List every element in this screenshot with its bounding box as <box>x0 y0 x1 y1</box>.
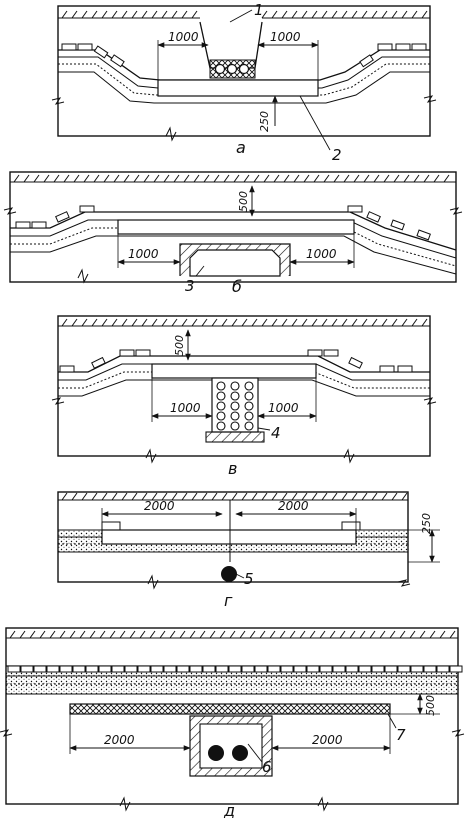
panel-v: 500 1000 1000 4 в <box>51 315 437 478</box>
cable-circle <box>244 381 254 391</box>
cable-circle <box>230 401 240 411</box>
panel-d-leader-6: 6 <box>262 758 272 776</box>
panel-d: 2000 2000 500 7 6 д <box>0 627 465 820</box>
panel-g-pipe <box>221 566 237 582</box>
panel-b-dim-top: 500 <box>237 191 250 212</box>
cable-circle <box>216 381 226 391</box>
panel-a-dim-depth: 250 <box>258 111 271 132</box>
panel-d-paving-blocks <box>7 665 463 673</box>
cable-circle <box>244 401 254 411</box>
panel-d-dim-left: 2000 <box>104 733 135 747</box>
panel-b-caption: б <box>232 277 242 296</box>
panel-v-slab <box>151 363 317 379</box>
panel-d-frame <box>5 627 459 805</box>
panel-a-layer-3 <box>58 71 430 104</box>
panel-d-pipe <box>232 745 248 761</box>
panel-a-dim-right: 1000 <box>270 30 301 44</box>
panel-v-dim-left: 1000 <box>170 401 201 415</box>
cable-circle <box>244 411 254 421</box>
panel-b-leader-3: 3 <box>185 277 195 295</box>
cable-circle <box>216 421 226 431</box>
panel-a-curb-blocks <box>61 43 427 68</box>
panel-b-frame <box>9 171 457 283</box>
panel-g-leader-5: 5 <box>244 570 254 588</box>
panel-v-caption: в <box>228 459 237 478</box>
panel-g-caption: г <box>224 591 233 610</box>
panel-d-base-layers <box>6 672 458 694</box>
panel-a-frame <box>57 5 431 137</box>
panel-a-leader-1: 1 <box>254 1 264 19</box>
panel-v-leader-4: 4 <box>271 424 281 442</box>
cable-circle <box>216 411 226 421</box>
panel-b-dim-left: 1000 <box>128 247 159 261</box>
panel-g: 2000 2000 250 5 г <box>57 491 440 610</box>
panel-b-dim-right: 1000 <box>306 247 337 261</box>
cable-circle <box>230 391 240 401</box>
cable-circle <box>216 401 226 411</box>
panel-a-dim-left: 1000 <box>168 30 199 44</box>
panel-a-layer-2 <box>58 63 430 96</box>
panel-d-dim-side: 500 <box>424 695 437 716</box>
panel-v-dim-top: 500 <box>173 335 186 356</box>
panel-a-caption: а <box>236 138 246 157</box>
panel-g-dim-right: 2000 <box>278 499 309 513</box>
panel-v-dim-right: 1000 <box>268 401 299 415</box>
panel-d-pipe <box>208 745 224 761</box>
panel-d-caption: д <box>223 801 235 818</box>
panel-d-dim-right: 2000 <box>312 733 343 747</box>
panel-b: 500 1000 1000 3 б <box>3 171 463 296</box>
panel-a-pipe <box>214 63 226 75</box>
panel-g-dim-left: 2000 <box>144 499 175 513</box>
panel-b-slab <box>117 219 355 235</box>
panel-v-frame <box>57 315 431 457</box>
panel-a-pipe <box>226 63 238 75</box>
panel-g-dim-side: 250 <box>420 513 433 534</box>
cable-circle <box>216 391 226 401</box>
panel-a-leader-2: 2 <box>332 146 342 164</box>
cable-circle <box>230 411 240 421</box>
panel-g-slab <box>101 529 357 545</box>
panel-v-cables <box>216 381 254 431</box>
panel-a-slab <box>157 79 319 97</box>
panel-v-base <box>205 431 265 443</box>
cable-circle <box>230 381 240 391</box>
panel-v-curb-blocks <box>59 349 413 373</box>
panel-d-leader-7: 7 <box>396 726 406 744</box>
panel-a-pipe <box>238 63 250 75</box>
panel-a: 1000 1000 250 1 2 а <box>51 1 437 164</box>
panel-b-curb-blocks <box>15 205 431 241</box>
panel-d-slab <box>69 703 391 715</box>
cable-circle <box>244 421 254 431</box>
cable-circle <box>230 421 240 431</box>
panel-b-culvert-opening <box>189 249 281 277</box>
cable-circle <box>244 391 254 401</box>
